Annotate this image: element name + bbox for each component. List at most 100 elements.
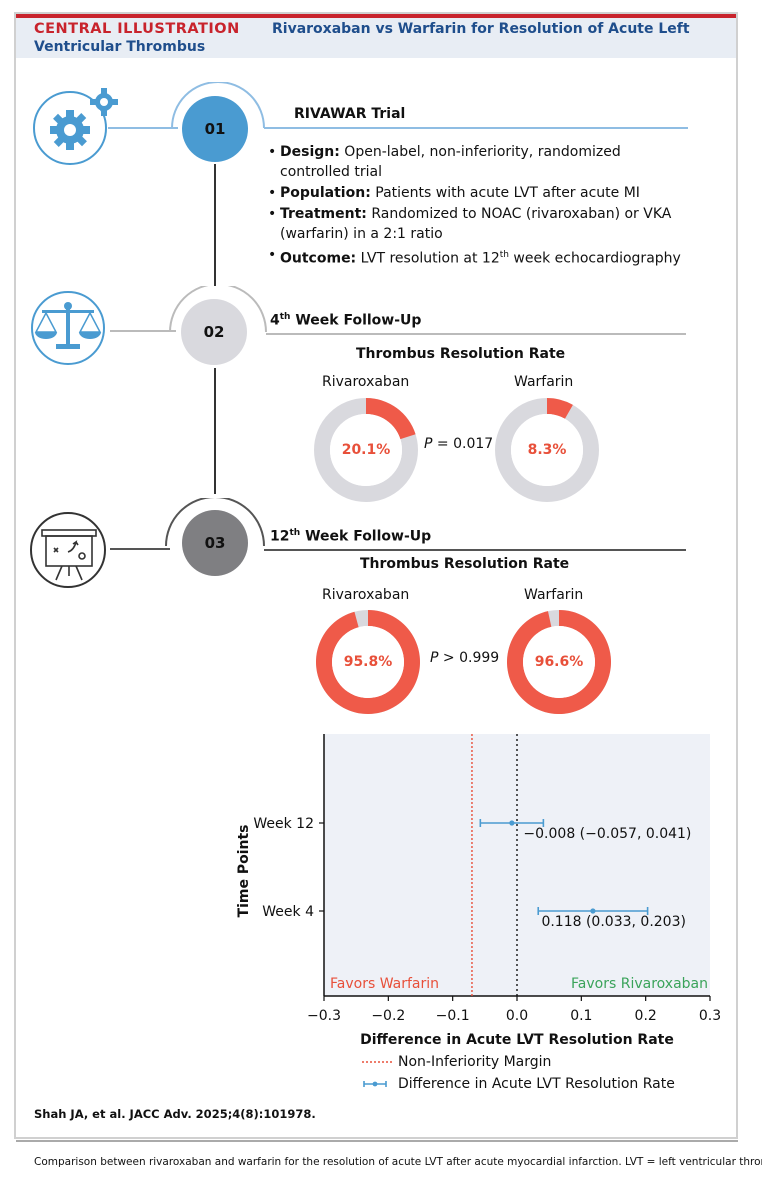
section-02-connector xyxy=(110,330,176,332)
central-illustration-label: CENTRAL ILLUSTRATION xyxy=(34,21,240,37)
footer-divider xyxy=(16,1140,738,1142)
bullet-label: Design: xyxy=(280,144,340,160)
superscript: th xyxy=(279,312,291,322)
title-text: Week Follow-Up xyxy=(300,528,432,545)
p-value-week12: P > 0.999 xyxy=(430,650,499,666)
section-02-rule xyxy=(266,333,686,335)
section-number: 01 xyxy=(204,120,226,138)
section-number: 03 xyxy=(204,534,226,552)
figure-caption: Comparison between rivaroxaban and warfa… xyxy=(34,1156,762,1168)
x-tick-label: 0.0 xyxy=(506,1008,528,1024)
legend-margin-label: Non-Inferiority Margin xyxy=(398,1054,551,1070)
list-item: Population: Patients with acute LVT afte… xyxy=(268,183,688,203)
timeline-vertical-2 xyxy=(214,368,216,494)
legend-ci-label: Difference in Acute LVT Resolution Rate xyxy=(398,1076,675,1092)
illustration-frame xyxy=(14,12,738,1139)
point-label: −0.008 (−0.057, 0.041) xyxy=(523,826,691,842)
donut-hole xyxy=(523,626,595,698)
warfarin-rate-week12: 96.6% xyxy=(534,654,584,670)
balance-scale-icon xyxy=(31,291,105,365)
superscript: th xyxy=(499,250,509,260)
favors-warfarin-label: Favors Warfarin xyxy=(330,976,439,992)
section-01-arc xyxy=(171,82,265,129)
list-item: Treatment: Randomized to NOAC (rivaroxab… xyxy=(268,204,688,244)
x-tick-label: −0.2 xyxy=(371,1008,405,1024)
point-estimate xyxy=(590,908,596,914)
list-item: Outcome: LVT resolution at 12th week ech… xyxy=(268,245,688,269)
gears-icon xyxy=(33,88,118,165)
bullet-text: LVT resolution at 12 xyxy=(360,250,500,267)
legend-ci-point xyxy=(372,1081,378,1087)
title-number: 12 xyxy=(270,528,290,545)
trial-details-list: Design: Open-label, non-inferiority, ran… xyxy=(268,142,688,270)
illustration-title: Rivaroxaban vs Warfarin for Resolution o… xyxy=(272,21,690,37)
x-axis-label: Difference in Acute LVT Resolution Rate xyxy=(360,1032,674,1048)
section-02-arc xyxy=(169,286,267,333)
donut-slice xyxy=(507,610,611,714)
point-label: 0.118 (0.033, 0.203) xyxy=(541,914,686,930)
header-bar: CENTRAL ILLUSTRATION Rivaroxaban vs Warf… xyxy=(16,14,736,58)
illustration-title-line2: Ventricular Thrombus xyxy=(34,39,206,55)
point-estimate xyxy=(509,820,515,826)
donut-warfarin-week12 xyxy=(507,610,611,714)
section-03-connector xyxy=(110,548,170,550)
section-01-connector xyxy=(108,127,178,129)
rivaroxaban-rate-week4: 20.1% xyxy=(341,442,391,458)
donut-slice xyxy=(547,398,573,419)
x-tick-label: −0.1 xyxy=(436,1008,470,1024)
p-symbol: P xyxy=(430,650,439,666)
section-03-rule xyxy=(264,549,686,551)
section-02-number-circle: 02 xyxy=(181,299,247,365)
y-tick-label: Week 12 xyxy=(253,816,314,832)
bullet-label: Population: xyxy=(280,185,371,201)
section-01-number-circle: 01 xyxy=(182,96,248,162)
donut-hole xyxy=(511,414,583,486)
y-tick-label: Week 4 xyxy=(262,904,314,920)
title-text: Week Follow-Up xyxy=(290,312,422,329)
x-tick-label: 0.2 xyxy=(635,1008,657,1024)
donut-hole xyxy=(330,414,402,486)
x-tick-label: −0.3 xyxy=(307,1008,341,1024)
bullet-text: Open-label, non-inferiority, randomized … xyxy=(280,144,621,180)
warfarin-rate-week4: 8.3% xyxy=(527,442,567,458)
bullet-label: Outcome: xyxy=(280,250,357,267)
p-value-text: = 0.017 xyxy=(432,436,494,452)
section-number: 02 xyxy=(203,323,225,341)
donut-warfarin-week4 xyxy=(495,398,599,502)
warfarin-label-week12: Warfarin xyxy=(524,587,584,603)
x-tick-label: 0.3 xyxy=(699,1008,721,1024)
forest-plot: −0.3 −0.2 −0.1 0.0 0.1 0.2 0.3 Week 12 −0.008 (−… xyxy=(236,734,721,1092)
section-03-arc xyxy=(165,498,265,547)
warfarin-label-week4: Warfarin xyxy=(514,374,574,390)
presentation-board-icon xyxy=(30,512,106,588)
p-value-text: > 0.999 xyxy=(438,650,500,666)
rivaroxaban-rate-week12: 95.8% xyxy=(343,654,393,670)
section-03-chart-title: Thrombus Resolution Rate xyxy=(360,556,570,572)
section-03-title: 12th Week Follow-Up xyxy=(270,528,431,545)
p-symbol: P xyxy=(424,436,433,452)
section-01-title: RIVAWAR Trial xyxy=(294,106,406,122)
bullet-label: Treatment: xyxy=(280,206,367,222)
y-axis-label: Time Points xyxy=(236,825,252,918)
p-value-week4: P = 0.017 xyxy=(424,436,493,452)
rivaroxaban-label-week4: Rivaroxaban xyxy=(322,374,410,390)
title-number: 4 xyxy=(270,312,280,329)
favors-rivaroxaban-label: Favors Rivaroxaban xyxy=(571,976,708,992)
timeline-vertical-1 xyxy=(214,164,216,286)
section-03-number-circle: 03 xyxy=(182,510,248,576)
rivaroxaban-label-week12: Rivaroxaban xyxy=(322,587,410,603)
superscript: th xyxy=(289,528,301,538)
bullet-text-after: week echocardiography xyxy=(508,250,681,267)
donut-hole xyxy=(332,626,404,698)
x-tick-label: 0.1 xyxy=(570,1008,592,1024)
citation: Shah JA, et al. JACC Adv. 2025;4(8):1019… xyxy=(34,1107,316,1121)
list-item: Design: Open-label, non-inferiority, ran… xyxy=(268,142,688,182)
section-02-chart-title: Thrombus Resolution Rate xyxy=(356,346,566,362)
donut-slice xyxy=(316,610,420,714)
section-01-rule xyxy=(264,127,688,129)
donut-rivaroxaban-week4 xyxy=(314,398,418,502)
donut-rivaroxaban-week12 xyxy=(316,610,420,714)
bullet-text: Randomized to NOAC (rivaroxaban) or VKA … xyxy=(280,206,672,242)
bullet-text: Patients with acute LVT after acute MI xyxy=(375,185,640,201)
donut-slice xyxy=(366,398,416,440)
